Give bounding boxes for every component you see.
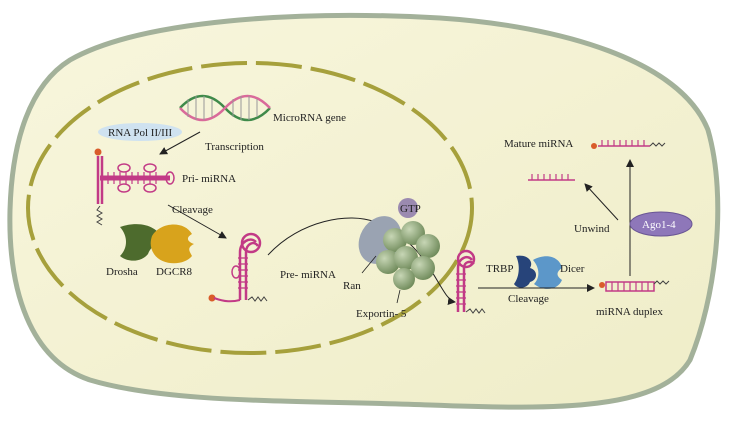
transcription-arrow [159, 131, 201, 155]
cell-membrane [7, 12, 721, 410]
cytoplasmic-cleavage-label: Cleavage [508, 293, 549, 305]
pri-mirna-hairpin-icon [94, 148, 175, 226]
dicer-label: Dicer [560, 263, 585, 275]
dna-helix-icon [179, 94, 271, 122]
drosha-label: Drosha [106, 266, 138, 278]
nuclear-cleavage-arrow [167, 204, 227, 239]
mature-mirna-icon [591, 140, 666, 149]
dgcr8-label: DGCR8 [156, 266, 193, 278]
single-strand-icon [528, 174, 575, 181]
dicer-icon [533, 256, 562, 289]
pre-mirna-label: Pre- miRNA [280, 269, 336, 281]
cytoplasmic-pre-mirna-icon [456, 249, 486, 314]
microrna-gene-label: MicroRNA gene [273, 112, 346, 124]
rna-pol-bubble [98, 123, 182, 141]
pri-mirna-label: Pri- miRNA [182, 173, 236, 185]
mirna-duplex-label: miRNA duplex [596, 306, 663, 318]
ran-pointer [361, 255, 377, 274]
nucleus-envelope [26, 61, 474, 355]
unwind-label: Unwind [574, 223, 610, 235]
trbp-icon [514, 255, 536, 288]
ago-bubble [629, 211, 693, 237]
trbp-label: TRBP [486, 263, 514, 275]
mirna-duplex-icon [599, 280, 670, 292]
rna-pol-label: RNA Pol II/III [108, 127, 173, 139]
exportin-pointer [396, 289, 401, 304]
nuclear-cleavage-label: Cleavage [172, 204, 213, 216]
transcription-label: Transcription [205, 141, 264, 153]
drosha-icon [120, 224, 163, 261]
ran-label: Ran [343, 280, 361, 292]
pre-mirna-hairpin-icon [208, 232, 268, 303]
unwind-arrow [584, 183, 619, 221]
exportin-complex-icon [358, 198, 440, 290]
mature-mirna-label: Mature miRNA [504, 138, 573, 150]
dgcr8-icon [150, 224, 194, 264]
exportin-label: Exportin- 5 [356, 308, 407, 320]
ago-label: Ago1-4 [642, 219, 676, 231]
gtp-label: GTP [400, 203, 421, 215]
